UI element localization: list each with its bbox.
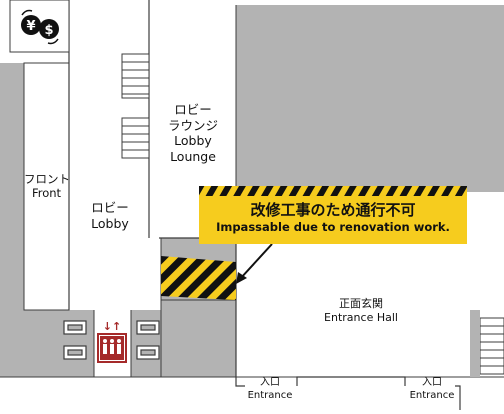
stairs-upper <box>121 53 150 99</box>
outer-wall-west <box>0 63 70 377</box>
elevator-bank <box>70 310 94 377</box>
elevator-bank-right <box>131 310 161 377</box>
notice-en-text: Impassable due to renovation work. <box>216 220 450 234</box>
lobby-label: ロビー Lobby <box>82 200 138 231</box>
svg-text:¥: ¥ <box>26 19 35 34</box>
entrance-label-2: 入口 Entrance <box>405 377 459 402</box>
hazard-zone <box>161 256 236 300</box>
currency-exchange-icon: ¥ $ <box>21 9 59 45</box>
entrance-2-jp: 入口 <box>422 377 442 388</box>
lobby-lounge-label: ロビー ラウンジ Lobby Lounge <box>162 102 224 165</box>
elevator-doors-right <box>136 320 160 360</box>
lobby-lounge-en: Lobby Lounge <box>170 133 216 164</box>
elevator-doors-left <box>63 320 87 360</box>
entrance-hall-label: 正面玄関 Entrance Hall <box>306 297 416 325</box>
entrance-hall-en: Entrance Hall <box>324 310 398 324</box>
wall-south-left <box>0 310 70 377</box>
stairs-lower <box>121 117 150 159</box>
lobby-lounge-jp: ロビー ラウンジ <box>167 102 218 133</box>
lobby-jp: ロビー <box>91 200 129 215</box>
svg-text:$: $ <box>44 23 53 38</box>
elevator-icon: ↓↑ <box>97 320 127 363</box>
hazard-stripe-bar <box>199 186 467 198</box>
entrance-walls <box>235 376 461 410</box>
front-jp: フロント <box>24 172 70 186</box>
building-block-east <box>236 5 504 192</box>
entrance-label-1: 入口 Entrance <box>243 377 297 402</box>
entrance-hall-jp: 正面玄関 <box>339 297 383 310</box>
entrance-2-en: Entrance <box>409 389 455 401</box>
front-label: フロント Front <box>24 172 70 201</box>
front-en: Front <box>31 186 62 201</box>
svg-text:↓↑: ↓↑ <box>103 320 121 333</box>
lobby-en: Lobby <box>91 215 129 231</box>
pillar-east <box>470 310 480 377</box>
notice-jp-text: 改修工事のため通行不可 <box>250 201 416 219</box>
entrance-1-jp: 入口 <box>260 377 280 388</box>
arrow-pointer-icon <box>236 243 273 284</box>
renovation-notice: 改修工事のため通行不可 Impassable due to renovation… <box>199 196 467 244</box>
entrance-1-en: Entrance <box>247 389 293 401</box>
stairs-east <box>479 317 504 375</box>
